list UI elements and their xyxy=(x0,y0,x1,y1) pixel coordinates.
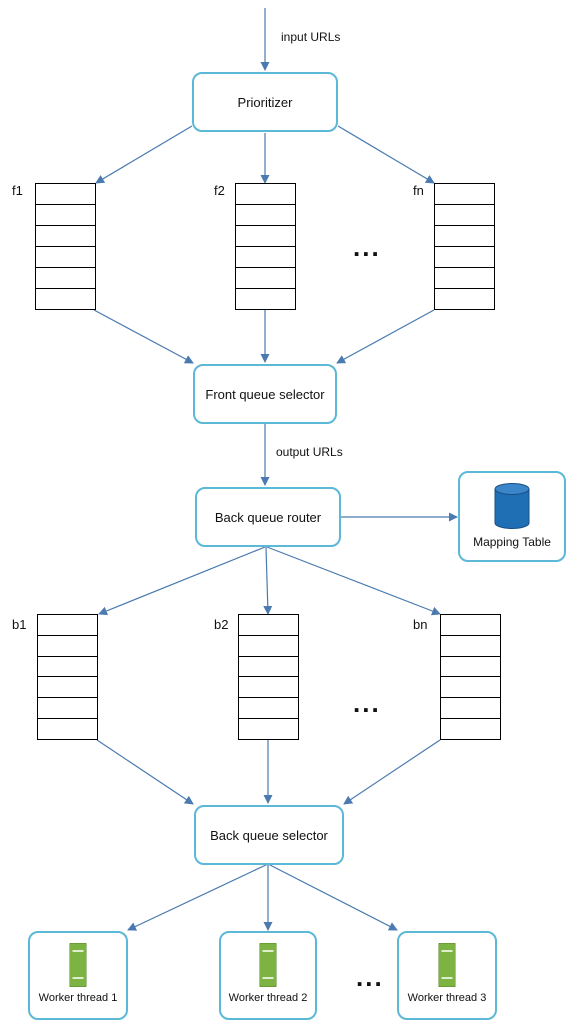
edge-bn-selector xyxy=(343,739,441,805)
edge-router-bn xyxy=(266,546,441,616)
edge-router-b1 xyxy=(98,546,266,616)
back-queue-label-1: b1 xyxy=(12,617,27,632)
back-queue-router-label: Back queue router xyxy=(214,509,322,525)
back-queue-n xyxy=(440,614,501,740)
worker-thread-3[interactable]: Worker thread 3 xyxy=(397,931,497,1020)
mapping-table-node[interactable]: Mapping Table xyxy=(458,471,566,562)
worker-ellipsis: ... xyxy=(356,962,384,992)
edge-selector-w3 xyxy=(267,863,398,931)
front-queue-2 xyxy=(235,183,296,310)
front-queue-ellipsis: ... xyxy=(353,232,381,262)
back-queue-router-node[interactable]: Back queue router xyxy=(195,487,341,547)
worker-thread-2[interactable]: Worker thread 2 xyxy=(219,931,317,1020)
worker-label-1: Worker thread 1 xyxy=(38,992,118,1004)
edge-fn-selector xyxy=(336,309,435,364)
back-queue-label-2: b2 xyxy=(214,617,229,632)
edge-selector-w1 xyxy=(127,863,269,931)
database-icon xyxy=(494,483,530,529)
edge-f1-selector xyxy=(93,309,194,364)
worker-label-3: Worker thread 3 xyxy=(407,992,487,1004)
back-queue-1 xyxy=(37,614,98,740)
edge-prioritizer-fn xyxy=(337,125,435,184)
edge-router-b2 xyxy=(263,546,273,615)
front-queue-label-n: fn xyxy=(413,183,424,198)
input-urls-label: input URLs xyxy=(281,30,341,44)
front-queue-1 xyxy=(35,183,96,310)
output-urls-label: output URLs xyxy=(276,445,343,459)
back-queue-ellipsis: ... xyxy=(353,688,381,718)
back-queue-2 xyxy=(238,614,299,740)
edge-prioritizer-f1 xyxy=(95,125,193,184)
server-icon xyxy=(438,943,456,987)
worker-label-2: Worker thread 2 xyxy=(228,992,308,1004)
back-queue-label-n: bn xyxy=(413,617,428,632)
back-queue-selector-node[interactable]: Back queue selector xyxy=(194,805,344,865)
prioritizer-node[interactable]: Prioritizer xyxy=(192,72,338,132)
server-icon xyxy=(69,943,87,987)
edge-b1-selector xyxy=(96,739,194,805)
front-queue-selector-label: Front queue selector xyxy=(205,386,325,402)
front-queue-label-2: f2 xyxy=(214,183,225,198)
front-queue-n xyxy=(434,183,495,310)
prioritizer-label: Prioritizer xyxy=(237,94,293,110)
front-queue-label-1: f1 xyxy=(12,183,23,198)
mapping-table-label: Mapping Table xyxy=(473,535,551,549)
back-queue-selector-label: Back queue selector xyxy=(210,827,328,843)
worker-thread-1[interactable]: Worker thread 1 xyxy=(28,931,128,1020)
server-icon xyxy=(259,943,277,987)
front-queue-selector-node[interactable]: Front queue selector xyxy=(193,364,337,424)
